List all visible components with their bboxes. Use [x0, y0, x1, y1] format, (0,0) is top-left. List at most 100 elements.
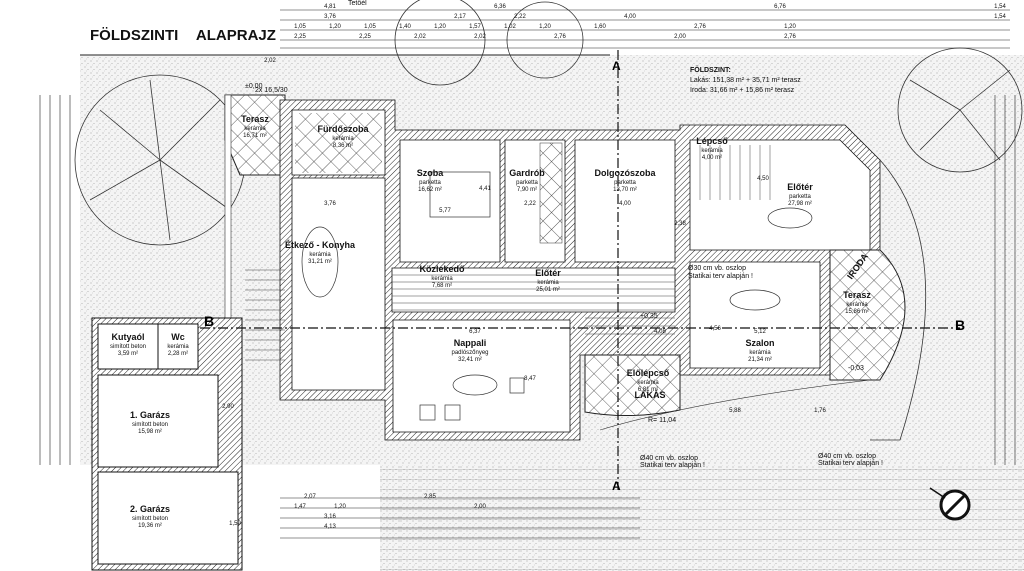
room-floor: padlószőnyeg	[451, 350, 488, 356]
pillar-note: Statikai terv alapján !	[818, 460, 883, 467]
front-step	[584, 354, 681, 417]
dimension-label: 2,90	[222, 404, 234, 410]
annex	[91, 317, 243, 571]
room-name: Szoba	[417, 168, 444, 178]
dimension-label: 5,77	[439, 208, 451, 214]
dimension-label: 1,05	[364, 24, 376, 30]
tree-branches	[89, 79, 231, 241]
section-b-marker-right: B	[955, 317, 965, 333]
room-area: 13,70 m²	[613, 187, 637, 193]
room-floor: kerámia	[167, 344, 189, 350]
dimension-label: 2,02	[264, 58, 276, 64]
room-name: Dolgozószoba	[595, 168, 657, 178]
dimension-label: 4,13	[324, 524, 336, 530]
room-name: Előtér	[535, 268, 561, 278]
dimension-label: 2,22	[524, 201, 536, 207]
corridor-hatching	[245, 145, 771, 361]
dimension-label: 1,20	[434, 24, 446, 30]
pillar-note: Ø30 cm vb. oszlop	[688, 265, 746, 272]
dimension-label: 2,25	[359, 34, 371, 40]
pillar-note: Statikai terv alapján !	[688, 273, 753, 280]
room-name: Előlépcső	[627, 368, 670, 378]
room-name: Előtér	[787, 182, 813, 192]
dimension-label: 2,07	[304, 494, 316, 500]
room-name: Szalon	[745, 338, 774, 348]
level-mark: +0,35	[640, 313, 658, 320]
room-name: Kutyaól	[111, 332, 144, 342]
dimension-label: 2,00	[474, 504, 486, 510]
section-a-marker: A	[612, 59, 621, 73]
dimension-label: 1,20	[334, 504, 346, 510]
pillar-note: Ø40 cm vb. oszlop	[818, 453, 876, 460]
room-name: 2. Garázs	[130, 504, 170, 514]
dimension-label: 1,47	[294, 504, 306, 510]
annotations: Ø30 cm vb. oszlop Statikai terv alapján …	[245, 83, 883, 469]
furniture	[301, 171, 813, 421]
summary-iroda: Iroda: 31,66 m² + 15,86 m² terasz	[690, 87, 795, 94]
section-a-marker-bottom: A	[612, 479, 621, 493]
dimension-label: 1,76	[814, 408, 826, 414]
bathroom-tiles	[295, 113, 382, 173]
room-area: 32,41 m²	[458, 357, 482, 363]
dimension-label: 1,57	[469, 24, 481, 30]
room-floor: kerámia	[846, 302, 868, 308]
room-floor: kerámia	[332, 136, 354, 142]
stairs-mark: 2x 16,5/30	[255, 87, 288, 94]
room-floor: simított beton	[132, 422, 168, 428]
room-area: 3,59 m²	[118, 351, 138, 357]
summary-heading: FÖLDSZINT:	[690, 65, 731, 74]
dimension-label: 6,76	[774, 4, 786, 10]
dimension-label: 2,17	[454, 14, 466, 20]
drawing-title: FÖLDSZINTI ALAPRAJZ	[90, 27, 276, 44]
dimension-label: 2,22	[514, 14, 526, 20]
level-mark: ±0,00	[245, 83, 263, 90]
dimension-label: 2,02	[474, 34, 486, 40]
dimension-label: 4,81	[324, 4, 336, 10]
dimension-label: 3,76	[324, 201, 336, 207]
dimension-label: 4,56	[709, 326, 721, 332]
room-area: 25,01 m²	[536, 287, 560, 293]
room-area: 15,86 m²	[845, 309, 869, 315]
room-area: 2,28 m²	[168, 351, 188, 357]
room-area: 4,00 m²	[702, 155, 722, 161]
front-path-arc	[599, 379, 871, 431]
room-floor: parketta	[516, 180, 538, 186]
room-floor: simított beton	[132, 516, 168, 522]
room-area: 21,34 m²	[748, 357, 772, 363]
dimension-label: 2,02	[414, 34, 426, 40]
dimension-label: 6,36	[494, 4, 506, 10]
dimension-label: 1,20	[329, 24, 341, 30]
section-b-marker: B	[204, 313, 214, 329]
room-name: Terasz	[241, 114, 269, 124]
room-name: Fürdőszoba	[318, 124, 370, 134]
wardrobe-shelving	[539, 142, 563, 244]
room-floor: kerámia	[637, 380, 659, 386]
room-floor: kerámia	[537, 280, 559, 286]
room-floor: kerámia	[701, 148, 723, 154]
room-area: 16,71 m²	[243, 133, 267, 139]
room-area: 27,98 m²	[788, 201, 812, 207]
dimension-label: 2,76	[784, 34, 796, 40]
dimension-label: 6,37	[469, 329, 481, 335]
room-floor: parketta	[614, 180, 636, 186]
dimension-label: 4,00	[624, 14, 636, 20]
dimension-lines	[39, 9, 1016, 539]
dimension-label: 2,85	[424, 494, 436, 500]
dimension-label: 8,47	[524, 376, 536, 382]
room-floor: parketta	[419, 180, 441, 186]
dimension-label: 2,38	[674, 221, 686, 227]
room-floor: parketta	[789, 194, 811, 200]
room-name: Lépcső	[696, 136, 728, 146]
dimension-label: 3,16	[324, 514, 336, 520]
pillar-note: Ø40 cm vb. oszlop	[640, 455, 698, 462]
dimension-label: 1,02	[504, 24, 516, 30]
room-floor: kerámia	[309, 252, 331, 258]
room-floor: simított beton	[110, 344, 146, 350]
room-area: 6,81 m²	[638, 387, 658, 393]
north-arrow-icon	[929, 487, 971, 521]
level-mark: -0,03	[848, 365, 864, 372]
dimension-label: 1,20	[784, 24, 796, 30]
dimension-label: 4,00	[619, 201, 631, 207]
room-floor: kerámia	[749, 350, 771, 356]
